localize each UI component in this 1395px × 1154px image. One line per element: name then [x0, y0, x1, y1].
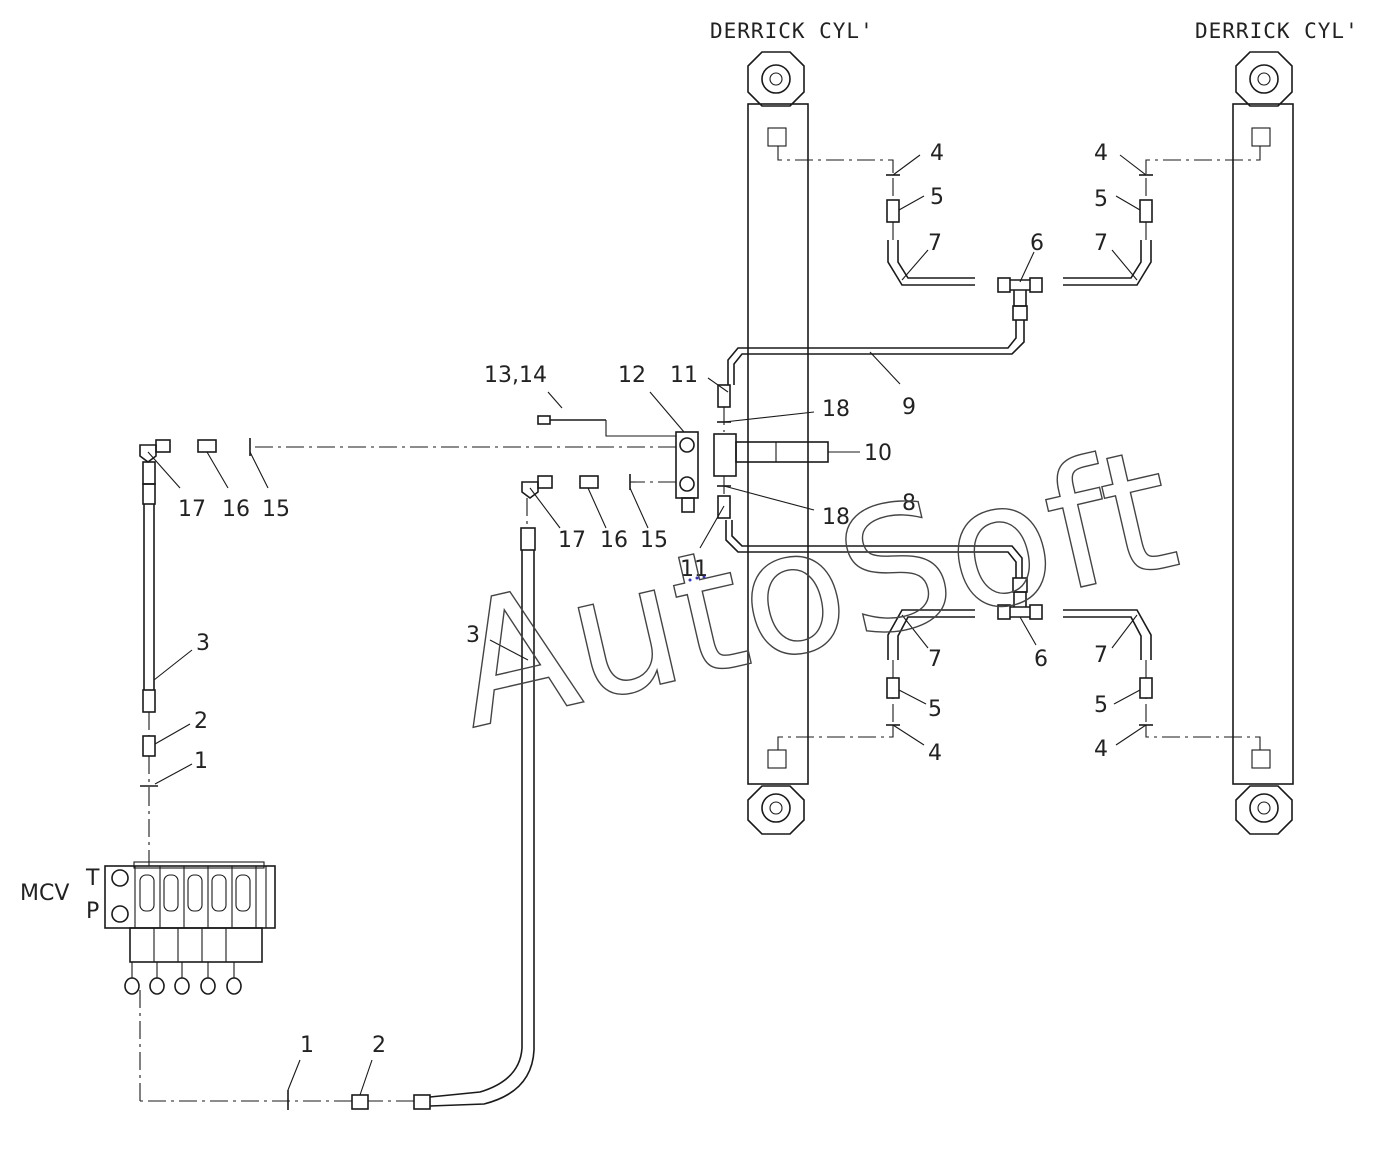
callout-12: 12	[618, 363, 646, 388]
callout-3-left: 3	[196, 631, 210, 656]
callout-6-top: 6	[1030, 231, 1044, 256]
callout-5-top-left: 5	[930, 185, 944, 210]
callout-4-top-left: 4	[930, 141, 944, 166]
callout-1-lower: 1	[300, 1033, 314, 1058]
callout-11-upper: 11	[670, 363, 698, 388]
accent-dots	[688, 575, 706, 582]
callout-7-bottom-right: 7	[1094, 643, 1108, 668]
right-derrick-cylinder	[1232, 51, 1294, 835]
mcv-port-p: P	[86, 899, 99, 924]
callout-2-lower: 2	[372, 1033, 386, 1058]
callout-1-upper: 1	[194, 749, 208, 774]
leader-lines	[147, 154, 1147, 1096]
left-derrick-cylinder	[747, 51, 809, 835]
lower-port-lines	[717, 495, 1261, 750]
callout-15-left: 15	[262, 497, 290, 522]
callout-8: 8	[902, 491, 916, 516]
upper-port-lines	[717, 146, 1261, 408]
callout-16-mid: 16	[600, 528, 628, 553]
callout-7-top-left: 7	[928, 231, 942, 256]
callout-17-left: 17	[178, 497, 206, 522]
callout-6-bottom: 6	[1034, 647, 1048, 672]
callout-5-bottom-right: 5	[1094, 693, 1108, 718]
callout-18-upper: 18	[822, 397, 850, 422]
mcv-label: MCV	[20, 881, 69, 906]
valve-block	[537, 391, 860, 513]
middle-hose-line	[139, 474, 676, 1110]
main-control-valve	[104, 861, 276, 995]
callout-7-top-right: 7	[1094, 231, 1108, 256]
callout-3-mid: 3	[466, 623, 480, 648]
callout-13-14: 13,14	[484, 363, 547, 388]
callout-4-bottom-left: 4	[928, 741, 942, 766]
callout-5-top-right: 5	[1094, 187, 1108, 212]
callout-15-mid: 15	[640, 528, 668, 553]
right-cylinder-title: DERRICK CYL'	[1195, 19, 1359, 43]
callout-10: 10	[864, 441, 892, 466]
callout-2-upper: 2	[194, 709, 208, 734]
mcv-port-t: T	[85, 866, 100, 891]
callout-9: 9	[902, 395, 916, 420]
left-cylinder-title: DERRICK CYL'	[710, 19, 874, 43]
watermark-logo: AutoSoft	[437, 410, 1193, 767]
callout-4-top-right: 4	[1094, 141, 1108, 166]
callout-16-left: 16	[222, 497, 250, 522]
callout-18-lower: 18	[822, 505, 850, 530]
callout-7-bottom-left: 7	[928, 647, 942, 672]
callout-5-bottom-left: 5	[928, 697, 942, 722]
callout-17-mid: 17	[558, 528, 586, 553]
callout-4-bottom-right: 4	[1094, 737, 1108, 762]
